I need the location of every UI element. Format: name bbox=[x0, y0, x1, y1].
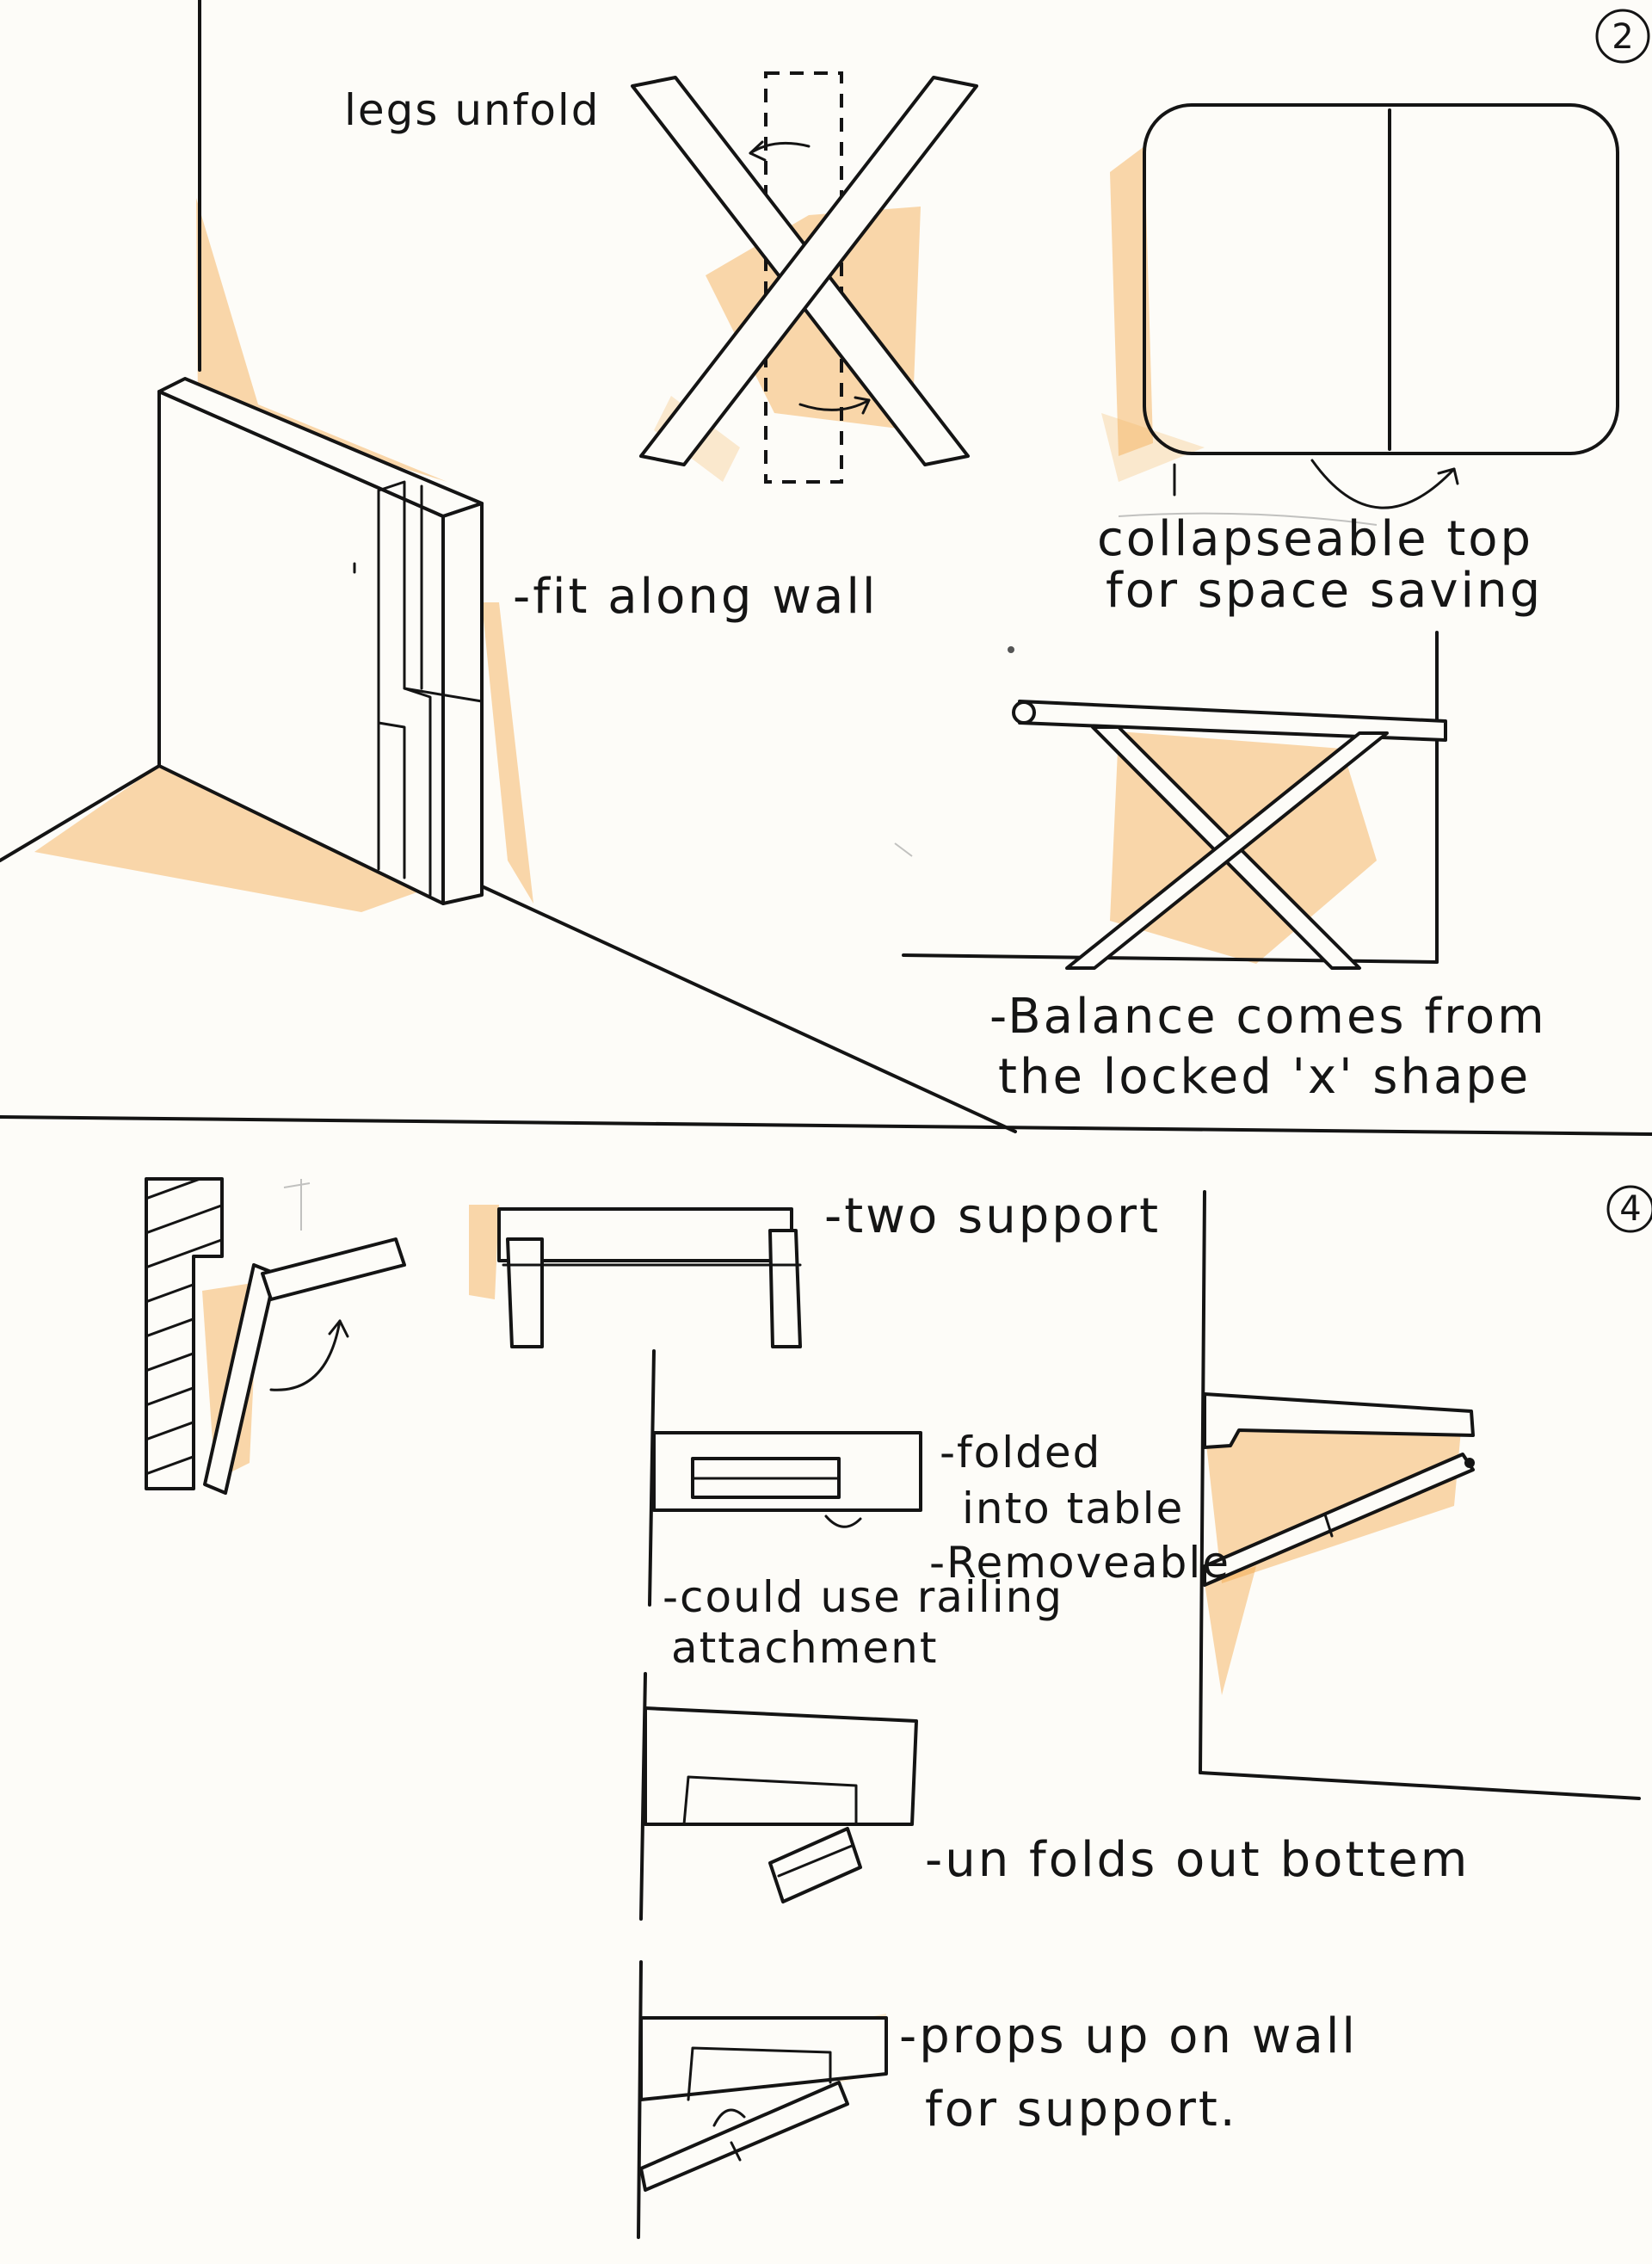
railing-note-line1: -could use railing bbox=[663, 1572, 1063, 1622]
two-support-note: -two support bbox=[824, 1188, 1161, 1244]
page-number-top-text: 2 bbox=[1612, 17, 1633, 57]
fold-up-wall-board-sketch bbox=[145, 1177, 406, 1495]
wall-bracket-side-view-sketch bbox=[1199, 1190, 1641, 1800]
unfolds-out-bottom-note: -un folds out bottem bbox=[925, 1832, 1470, 1888]
removeable-note: -Removeable bbox=[929, 1538, 1230, 1588]
page-number-top: 2 bbox=[1595, 9, 1650, 64]
railing-note-line2: attachment bbox=[671, 1623, 938, 1673]
folded-note-line2: into table bbox=[962, 1484, 1184, 1533]
props-up-on-wall-sketch bbox=[637, 1960, 888, 2239]
x-legs-unfold-sketch bbox=[631, 71, 978, 484]
section-divider bbox=[0, 1115, 1652, 1136]
page-number-bottom: 4 bbox=[1606, 1185, 1652, 1233]
folded-note-line1: -folded bbox=[940, 1428, 1101, 1477]
wall-mounted-cabinet-sketch bbox=[0, 0, 1017, 1133]
props-note-line1: -props up on wall bbox=[899, 2008, 1358, 2064]
collapsible-top-note-line1: collapseable top bbox=[1097, 511, 1533, 567]
collapsible-table-top-sketch bbox=[1101, 103, 1619, 526]
balance-note-line2: the locked 'x' shape bbox=[998, 1049, 1531, 1105]
collapsible-top-note-line2: for space saving bbox=[1106, 563, 1543, 619]
balance-note-line1: -Balance comes from bbox=[989, 989, 1547, 1045]
unfolds-out-bottom-sketch bbox=[639, 1672, 918, 1921]
stray-mark bbox=[894, 842, 913, 857]
fit-along-wall-note: -fit along wall bbox=[513, 569, 878, 625]
page-number-bottom-text: 4 bbox=[1619, 1189, 1641, 1229]
two-support-sketch bbox=[469, 1205, 802, 1348]
assembled-x-table-sketch bbox=[902, 631, 1447, 970]
props-note-line2: for support. bbox=[925, 2082, 1238, 2138]
legs-unfold-note: legs unfold bbox=[344, 85, 601, 135]
folded-into-table-sketch bbox=[648, 1349, 922, 1607]
stray-dot bbox=[1008, 646, 1014, 653]
